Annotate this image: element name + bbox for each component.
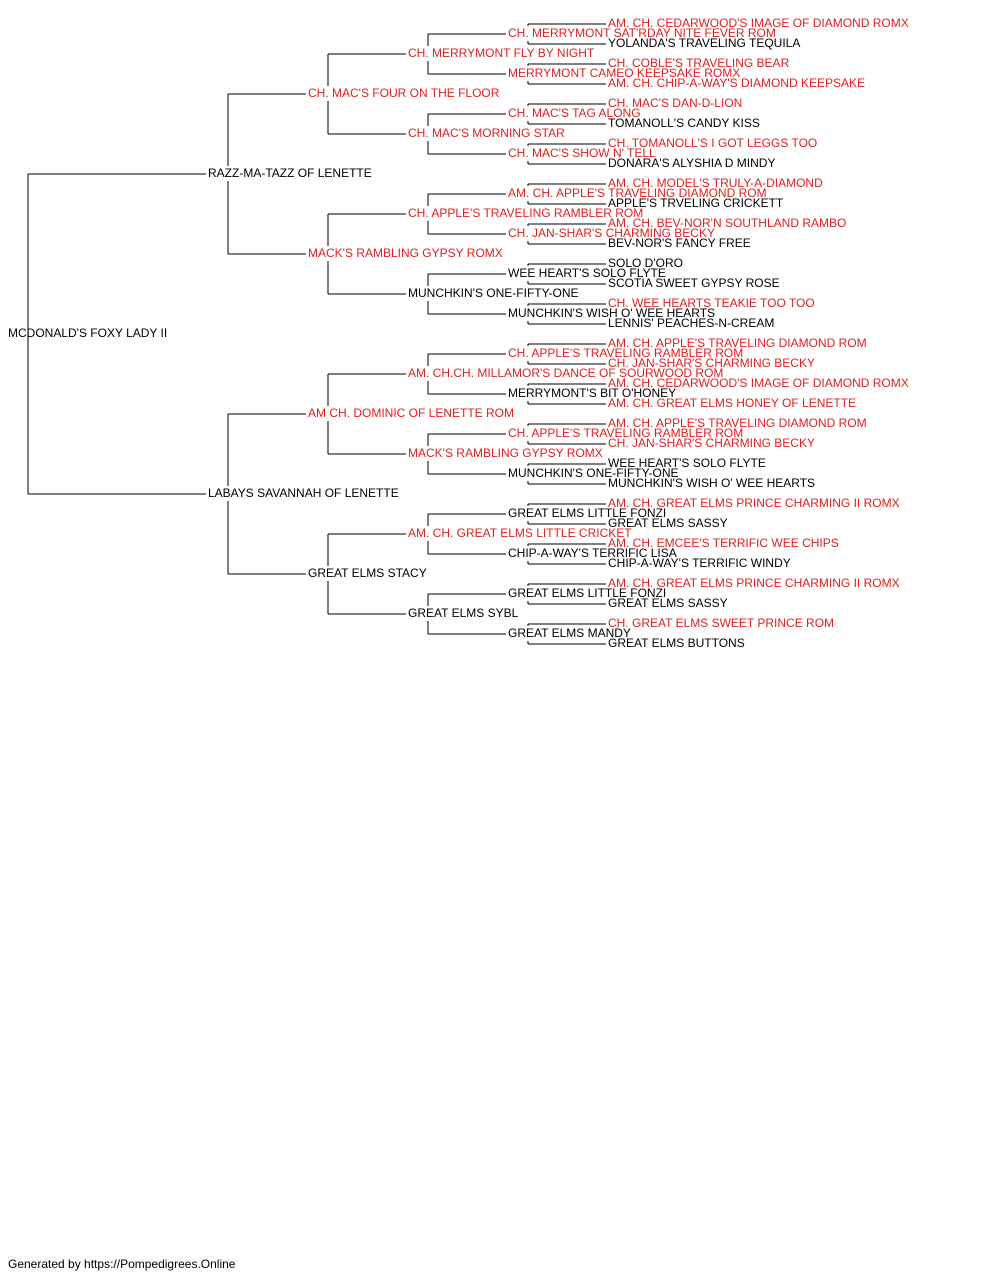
gen5-ancestor-name: SOLO D'ORO: [608, 256, 683, 270]
gen5-ancestor-name: AM. CH. CEDARWOOD'S IMAGE OF DIAMOND ROM…: [608, 376, 909, 390]
gen5-ancestor-name: CH. WEE HEARTS TEAKIE TOO TOO: [608, 296, 815, 310]
gen5-ancestor-name: CH. MAC'S DAN-D-LION: [608, 96, 743, 110]
gen5-ancestor-name: GREAT ELMS BUTTONS: [608, 636, 745, 650]
gen4-ancestor-name: CH. APPLE'S TRAVELING RAMBLER ROM: [508, 346, 744, 360]
great-grandparent-name: MACK'S RAMBLING GYPSY ROMX: [408, 446, 603, 460]
great-grandparent-name: CH. APPLE'S TRAVELING RAMBLER ROM: [408, 206, 644, 220]
gen4-ancestor-name: CH. MERRYMONT SAT'RDAY NITE FEVER ROM: [508, 26, 776, 40]
gen5-ancestor-name: CH. COBLE'S TRAVELING BEAR: [608, 56, 790, 70]
gen5-ancestor-name: APPLE'S TRVELING CRICKETT: [608, 196, 784, 210]
gen5-ancestor-name: AM. CH. BEV-NOR'N SOUTHLAND RAMBO: [608, 216, 847, 230]
gen4-ancestor-name: MUNCHKIN'S ONE-FIFTY-ONE: [508, 466, 679, 480]
great-grandparent-name: CH. MAC'S MORNING STAR: [408, 126, 565, 140]
gen5-ancestor-name: MUNCHKIN'S WISH O' WEE HEARTS: [608, 476, 816, 490]
generated-by-footer: Generated by https://Pompedigrees.Online: [8, 1257, 236, 1271]
gen5-ancestor-name: YOLANDA'S TRAVELING TEQUILA: [608, 36, 801, 50]
gen5-ancestor-name: AM. CH. EMCEE'S TERRIFIC WEE CHIPS: [608, 536, 839, 550]
gen4-ancestor-name: CHIP-A-WAY'S TERRIFIC LISA: [508, 546, 677, 560]
gen5-ancestor-name: CH. JAN-SHAR'S CHARMING BECKY: [608, 356, 815, 370]
gen5-ancestor-name: AM. CH. GREAT ELMS PRINCE CHARMING II RO…: [608, 576, 900, 590]
gen5-ancestor-name: GREAT ELMS SASSY: [608, 516, 728, 530]
gen4-ancestor-name: MUNCHKIN'S WISH O' WEE HEARTS: [508, 306, 716, 320]
gen5-ancestor-name: SCOTIA SWEET GYPSY ROSE: [608, 276, 780, 290]
gen5-ancestor-name: AM. CH. GREAT ELMS HONEY OF LENETTE: [608, 396, 857, 410]
gen5-ancestor-name: DONARA'S ALYSHIA D MINDY: [608, 156, 776, 170]
gen4-ancestor-name: WEE HEART'S SOLO FLYTE: [508, 266, 666, 280]
gen5-ancestor-name: TOMANOLL'S CANDY KISS: [608, 116, 760, 130]
gen4-ancestor-name: CH. APPLE'S TRAVELING RAMBLER ROM: [508, 426, 744, 440]
gen5-ancestor-name: GREAT ELMS SASSY: [608, 596, 728, 610]
great-grandparent-name: AM. CH.CH. MILLAMOR'S DANCE OF SOURWOOD …: [408, 366, 724, 380]
gen5-ancestor-name: AM. CH. MODEL'S TRULY-A-DIAMOND: [608, 176, 823, 190]
parent-name: RAZZ-MA-TAZZ OF LENETTE: [208, 166, 372, 180]
grandparent-name: MACK'S RAMBLING GYPSY ROMX: [308, 246, 503, 260]
gen5-ancestor-name: AM. CH. APPLE'S TRAVELING DIAMOND ROM: [608, 416, 867, 430]
gen5-ancestor-name: BEV-NOR'S FANCY FREE: [608, 236, 751, 250]
gen5-ancestor-name: CH. TOMANOLL'S I GOT LEGGS TOO: [608, 136, 818, 150]
parent-name: LABAYS SAVANNAH OF LENETTE: [208, 486, 399, 500]
gen5-ancestor-name: CH. GREAT ELMS SWEET PRINCE ROM: [608, 616, 835, 630]
gen5-ancestor-name: AM. CH. APPLE'S TRAVELING DIAMOND ROM: [608, 336, 867, 350]
gen5-ancestor-name: CHIP-A-WAY'S TERRIFIC WINDY: [608, 556, 791, 570]
gen5-ancestor-name: WEE HEART'S SOLO FLYTE: [608, 456, 766, 470]
gen5-ancestor-name: LENNIS' PEACHES-N-CREAM: [608, 316, 775, 330]
gen5-ancestor-name: AM. CH. GREAT ELMS PRINCE CHARMING II RO…: [608, 496, 900, 510]
gen4-ancestor-name: GREAT ELMS LITTLE FONZI: [508, 586, 667, 600]
gen4-ancestor-name: CH. MAC'S TAG ALONG: [508, 106, 641, 120]
grandparent-name: GREAT ELMS STACY: [308, 566, 427, 580]
gen4-ancestor-name: CH. MAC'S SHOW N' TELL: [508, 146, 656, 160]
gen4-ancestor-name: GREAT ELMS LITTLE FONZI: [508, 506, 667, 520]
gen5-ancestor-name: AM. CH. CHIP-A-WAY'S DIAMOND KEEPSAKE: [608, 76, 865, 90]
gen4-ancestor-name: AM. CH. APPLE'S TRAVELING DIAMOND ROM: [508, 186, 767, 200]
gen4-ancestor-name: CH. JAN-SHAR'S CHARMING BECKY: [508, 226, 715, 240]
grandparent-name: CH. MAC'S FOUR ON THE FLOOR: [308, 86, 500, 100]
gen5-ancestor-name: CH. JAN-SHAR'S CHARMING BECKY: [608, 436, 815, 450]
gen4-ancestor-name: GREAT ELMS MANDY: [508, 626, 631, 640]
great-grandparent-name: AM. CH. GREAT ELMS LITTLE CRICKET: [408, 526, 632, 540]
great-grandparent-name: CH. MERRYMONT FLY BY NIGHT: [408, 46, 595, 60]
subject-name: MCDONALD'S FOXY LADY II: [8, 326, 168, 340]
great-grandparent-name: MUNCHKIN'S ONE-FIFTY-ONE: [408, 286, 579, 300]
gen4-ancestor-name: MERRYMONT'S BIT O'HONEY: [508, 386, 677, 400]
grandparent-name: AM CH. DOMINIC OF LENETTE ROM: [308, 406, 515, 420]
great-grandparent-name: GREAT ELMS SYBL: [408, 606, 519, 620]
gen4-ancestor-name: MERRYMONT CAMEO KEEPSAKE ROMX: [508, 66, 741, 80]
gen5-ancestor-name: AM. CH. CEDARWOOD'S IMAGE OF DIAMOND ROM…: [608, 16, 909, 30]
